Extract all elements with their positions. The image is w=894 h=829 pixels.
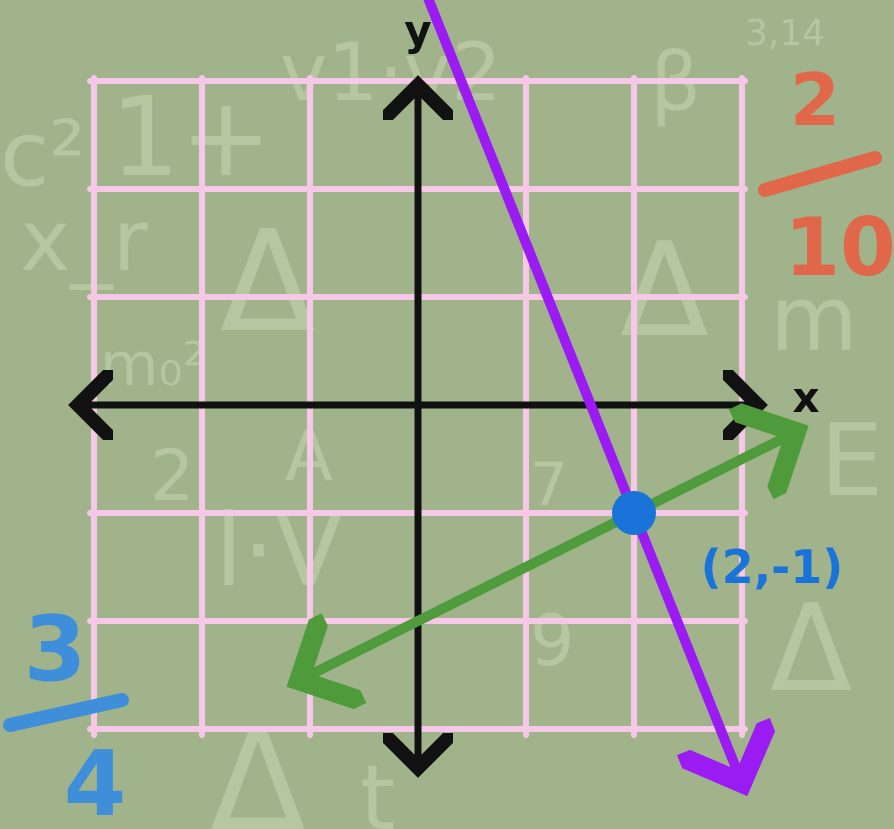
graph-lines — [224, 0, 796, 783]
intersection-point-label: (2,-1) — [701, 540, 844, 594]
fraction-denominator: 10 — [784, 201, 894, 294]
doodle: 9 — [530, 600, 575, 682]
fraction-three-quarters: 3 4 — [3, 597, 129, 829]
fraction-two-tenths: 2 10 — [758, 58, 894, 294]
doodle: 3,14 — [745, 13, 825, 54]
intersection-point — [612, 491, 656, 535]
background-doodles: c² 1+ v1·v2 β 3,14 x_r m₀² 2 l·V A 7 9 m… — [0, 13, 883, 829]
fraction-numerator: 3 — [24, 597, 87, 702]
axis-labels: y x — [404, 6, 819, 422]
doodle: Δ — [210, 700, 306, 829]
doodle: Δ — [220, 201, 316, 364]
doodle: 7 — [530, 450, 568, 520]
doodle: Δ — [770, 580, 852, 719]
doodle: t — [360, 746, 395, 829]
x-axis-label: x — [792, 373, 819, 422]
doodle: m — [770, 267, 858, 372]
doodle: 1+ — [110, 73, 272, 201]
intersection-point-group — [612, 491, 656, 535]
y-axis-label: y — [404, 6, 431, 55]
doodle: x_r — [20, 192, 148, 291]
fraction-numerator: 2 — [790, 58, 840, 142]
doodle: E — [820, 402, 883, 519]
line-2 — [299, 432, 796, 680]
fraction-bar — [3, 693, 129, 732]
fraction-bar — [758, 151, 882, 197]
fraction-denominator: 4 — [64, 732, 127, 829]
doodle: m₀² — [100, 330, 207, 400]
doodle: c² — [0, 102, 86, 207]
doodle: l·V — [215, 492, 343, 609]
doodle: 2 — [150, 435, 195, 517]
